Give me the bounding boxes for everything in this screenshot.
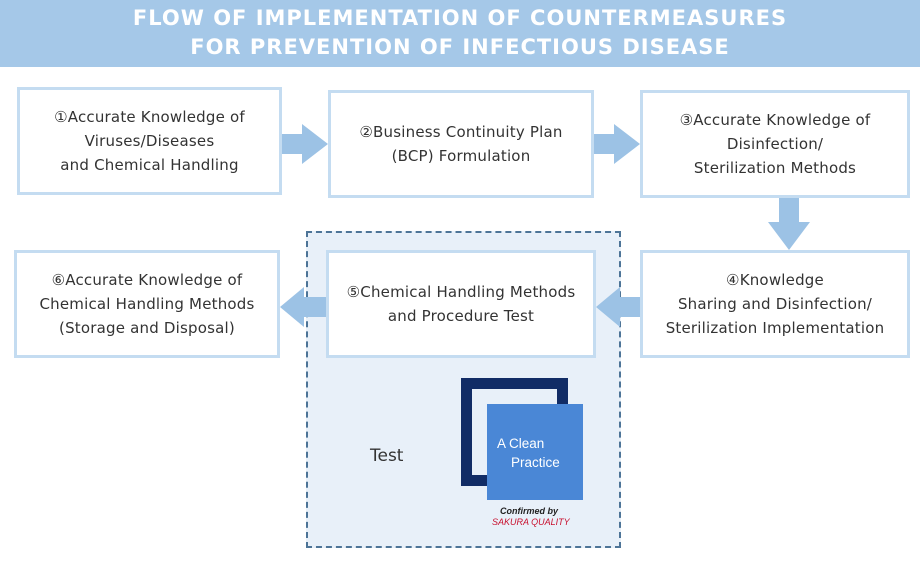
step-6-box: ⑥Accurate Knowledge of Chemical Handling… xyxy=(14,250,280,358)
step-3-line-2: Disinfection/ xyxy=(726,135,824,153)
step-1-line-1: ①Accurate Knowledge of xyxy=(54,108,245,126)
confirmed-by-text: Confirmed by xyxy=(500,506,559,516)
step-3-line-1: ③Accurate Knowledge of xyxy=(679,111,871,129)
step-6-line-2: Chemical Handling Methods xyxy=(39,295,255,313)
step-5-line-2: and Procedure Test xyxy=(387,307,535,325)
clean-practice-logo-square xyxy=(487,404,583,500)
step-5-box: ⑤Chemical Handling Methods and Procedure… xyxy=(326,250,596,358)
step-2-box: ②Business Continuity Plan (BCP) Formulat… xyxy=(328,90,594,198)
step-4-box: ④Knowledge Sharing and Disinfection/ Ste… xyxy=(640,250,910,358)
step-4-line-3: Sterilization Implementation xyxy=(665,319,885,337)
step-3-line-3: Sterilization Methods xyxy=(693,159,857,177)
arrow-down-icon xyxy=(768,198,810,250)
header-title-line-2: FOR PREVENTION OF INFECTIOUS DISEASE xyxy=(190,35,730,59)
step-4-line-2: Sharing and Disinfection/ xyxy=(677,295,873,313)
header-banner: FLOW OF IMPLEMENTATION OF COUNTERMEASURE… xyxy=(0,0,920,67)
logo-text-line-2: Practice xyxy=(511,455,560,470)
step-1-box: ①Accurate Knowledge of Viruses/Diseases … xyxy=(17,87,282,195)
arrow-left-icon xyxy=(280,287,326,327)
step-6-line-1: ⑥Accurate Knowledge of xyxy=(51,271,243,289)
step-3-box: ③Accurate Knowledge of Disinfection/ Ste… xyxy=(640,90,910,198)
arrow-right-icon xyxy=(282,124,328,164)
header-title-line-1: FLOW OF IMPLEMENTATION OF COUNTERMEASURE… xyxy=(132,6,788,30)
brand-name-text: SAKURA QUALITY xyxy=(492,517,570,527)
test-label: Test xyxy=(370,446,404,466)
step-2-line-2: (BCP) Formulation xyxy=(391,147,531,165)
step-1-line-2: Viruses/Diseases xyxy=(84,132,215,150)
step-2-line-1: ②Business Continuity Plan xyxy=(359,123,563,141)
step-6-line-3: (Storage and Disposal) xyxy=(59,319,235,337)
step-5-line-1: ⑤Chemical Handling Methods xyxy=(346,283,576,301)
logo-text-line-1: A Clean xyxy=(497,436,545,451)
step-4-line-1: ④Knowledge xyxy=(726,271,824,289)
arrow-right-icon xyxy=(594,124,640,164)
step-1-line-3: and Chemical Handling xyxy=(60,156,239,174)
arrow-left-icon xyxy=(596,287,640,327)
